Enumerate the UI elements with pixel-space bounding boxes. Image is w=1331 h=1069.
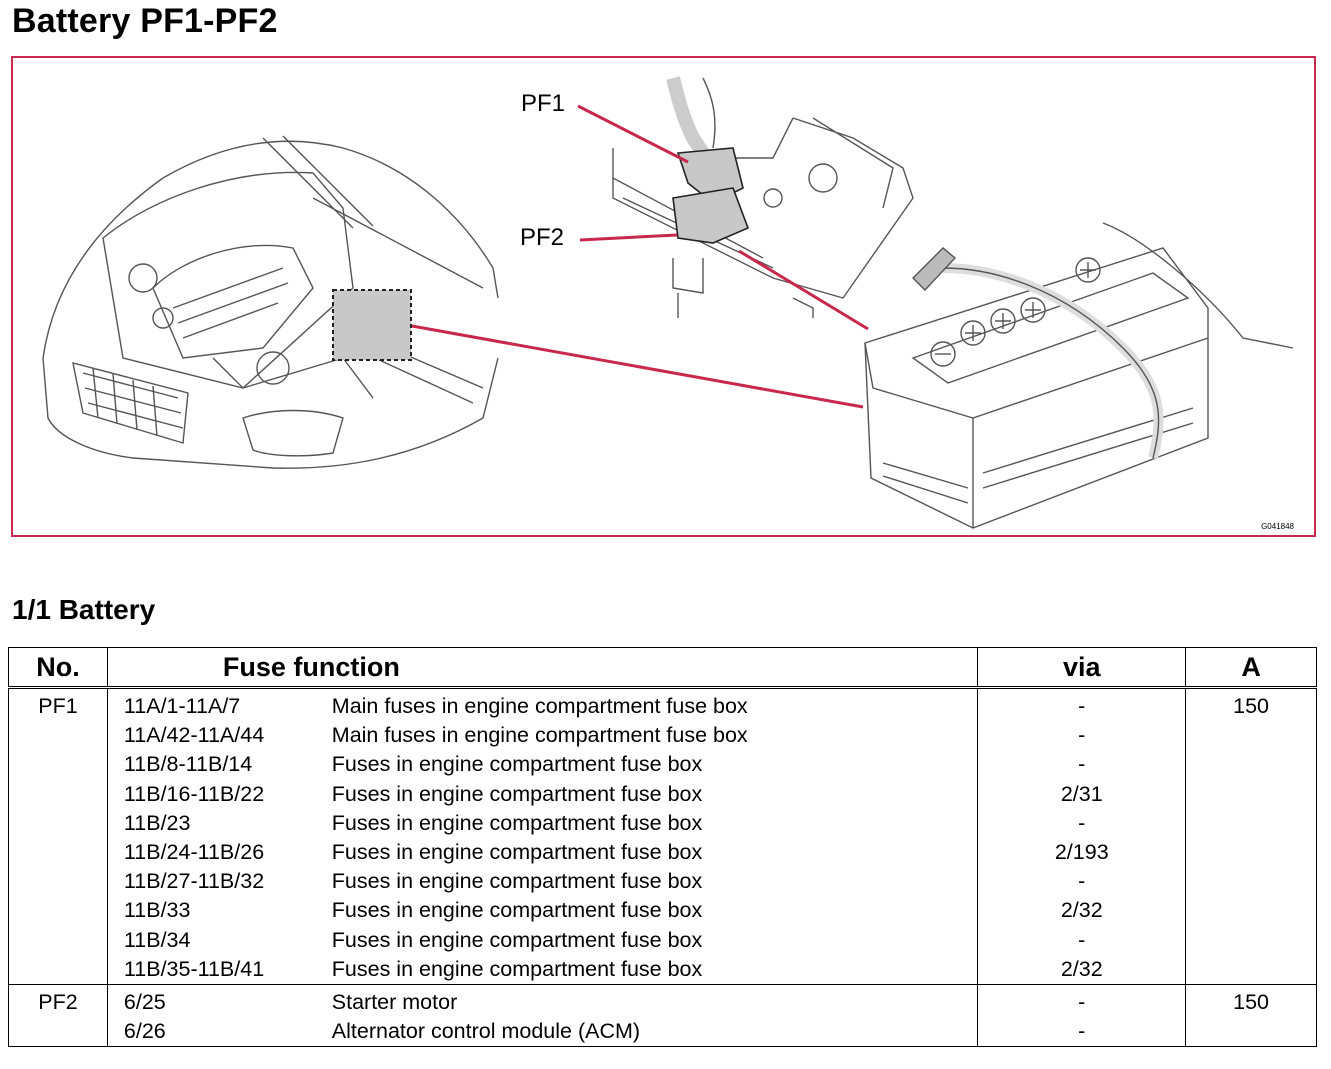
leader-lines: [411, 104, 869, 409]
fuse-description: Main fuses in engine compartment fuse bo…: [331, 723, 748, 748]
fuse-description: Fuses in engine compartment fuse box: [331, 927, 703, 952]
fuse-group-id: PF1: [38, 694, 78, 718]
fuse-via: -: [1078, 752, 1086, 777]
fuse-via-cell: - -: [977, 984, 1187, 1047]
battery-location-figure: PF1 PF2 G041848: [11, 56, 1316, 537]
fuse-via: -: [1078, 989, 1086, 1014]
table-row: PF2 6/25 6/26 Starter motor Alternator c…: [8, 984, 1317, 1047]
fuse-code: 6/26: [123, 1019, 166, 1044]
fuse-via: 2/31: [1060, 781, 1103, 806]
fuse-via: -: [1078, 869, 1086, 894]
fuse-description: Starter motor: [331, 989, 458, 1014]
fuse-group-pf2: PF2 6/25 6/26 Starter motor Alternator c…: [8, 984, 1317, 1047]
fuse-description: Fuses in engine compartment fuse box: [331, 869, 703, 894]
fuse-via: 2/32: [1060, 898, 1103, 923]
section-title: 1/1 Battery: [12, 594, 156, 625]
terminal-detail-drawing: [612, 76, 914, 318]
table-header-row: No. Fuse function via A: [8, 647, 1317, 689]
fuse-via-cell: - - - 2/31 - 2/193 - 2/32 - 2/32: [977, 687, 1187, 985]
fuse-via: -: [1078, 927, 1086, 952]
car-front-drawing: [42, 135, 499, 469]
pf2-callout: PF2: [520, 224, 565, 251]
fuse-group-id: PF2: [38, 989, 78, 1014]
fuse-amps: 150: [1233, 694, 1269, 718]
battery-drawing: [864, 222, 1294, 529]
header-via: via: [977, 647, 1187, 689]
header-fuse-function: Fuse function: [106, 647, 979, 689]
header-amps: A: [1185, 647, 1317, 689]
group-no: PF1: [8, 687, 108, 985]
fuse-description: Fuses in engine compartment fuse box: [331, 956, 703, 981]
fuse-amps-cell: 150: [1185, 984, 1317, 1047]
fuse-via: 2/193: [1054, 839, 1109, 864]
header-no: No.: [8, 647, 108, 689]
battery-leader: [411, 324, 864, 409]
battery-zoom-leader: [738, 249, 869, 331]
pf1-leader: [577, 104, 689, 164]
fuse-code: 11B/35-11B/41: [123, 956, 265, 981]
fuse-code: 11B/27-11B/32: [123, 869, 265, 894]
fuse-code: 11B/16-11B/22: [123, 781, 265, 806]
fuse-via: -: [1078, 810, 1086, 835]
fuse-via: 2/32: [1060, 956, 1103, 981]
fuse-code: 11B/23: [123, 810, 191, 835]
fuse-desc-cell: Main fuses in engine compartment fuse bo…: [331, 687, 979, 985]
fuse-amps-cell: 150: [1185, 687, 1317, 985]
fuse-code: 11A/1-11A/7: [123, 694, 241, 718]
fuse-via: -: [1078, 723, 1086, 748]
fuse-description: Fuses in engine compartment fuse box: [331, 898, 703, 923]
fuse-code-cell: 6/25 6/26: [106, 984, 332, 1047]
fuse-code: 11B/24-11B/26: [123, 839, 265, 864]
page-title: Battery PF1-PF2: [12, 2, 278, 40]
pf1-callout: PF1: [521, 90, 566, 117]
fuse-description: Main fuses in engine compartment fuse bo…: [331, 694, 748, 718]
fuse-group-pf1: PF1 11A/1-11A/7 11A/42-11A/44 11B/8-11B/…: [8, 687, 1317, 985]
fuse-code: 11A/42-11A/44: [123, 723, 265, 748]
fuse-description: Fuses in engine compartment fuse box: [331, 839, 703, 864]
figure-code: G041848: [1261, 522, 1294, 531]
group-no: PF2: [8, 984, 108, 1047]
fuse-description: Fuses in engine compartment fuse box: [331, 781, 703, 806]
fuse-via: -: [1078, 694, 1086, 718]
pf2-leader: [579, 233, 678, 242]
fuse-code: 11B/33: [123, 898, 191, 923]
fuse-via: -: [1078, 1019, 1086, 1044]
fuse-code-cell: 11A/1-11A/7 11A/42-11A/44 11B/8-11B/14 1…: [106, 687, 332, 985]
pf2-fuse-highlight: [672, 187, 750, 244]
fuse-description: Alternator control module (ACM): [331, 1019, 641, 1044]
fuse-code: 11B/8-11B/14: [123, 752, 253, 777]
fuse-desc-cell: Starter motor Alternator control module …: [331, 984, 979, 1047]
fuse-table: No. Fuse function via A PF1 11A/1-11A/7 …: [8, 647, 1317, 1047]
fuse-code: 11B/34: [123, 927, 191, 952]
fuse-code: 6/25: [123, 989, 166, 1014]
fuse-description: Fuses in engine compartment fuse box: [331, 810, 703, 835]
fuse-amps: 150: [1233, 989, 1269, 1014]
battery-illustration: [42, 76, 1294, 529]
fuse-description: Fuses in engine compartment fuse box: [331, 752, 703, 777]
table-row: PF1 11A/1-11A/7 11A/42-11A/44 11B/8-11B/…: [8, 687, 1317, 985]
